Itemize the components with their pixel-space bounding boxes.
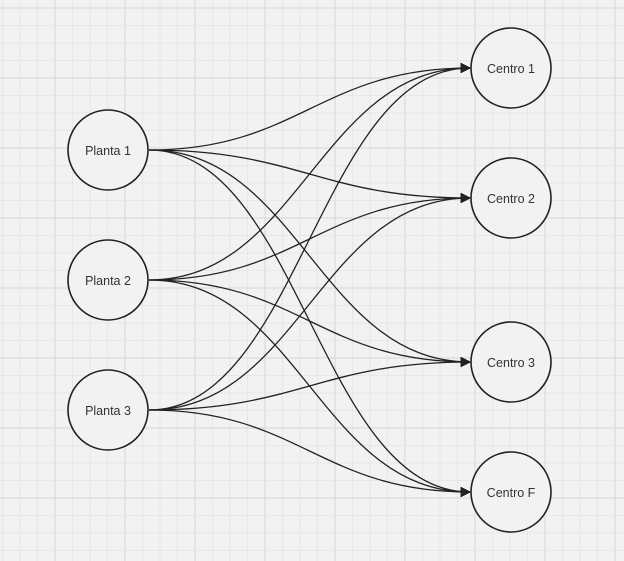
- node-label: Centro F: [487, 486, 536, 500]
- edge-p1-c3[interactable]: [148, 149, 472, 368]
- node-planta-3[interactable]: Planta 3: [67, 369, 149, 451]
- edge-p2-c1[interactable]: [148, 62, 472, 281]
- node-planta-1[interactable]: Planta 1: [67, 109, 149, 191]
- edge-p3-c1[interactable]: [148, 62, 472, 411]
- nodes: Planta 1 Planta 2 Planta 3 Centro 1 Cent…: [67, 27, 552, 533]
- node-label: Centro 3: [487, 356, 535, 370]
- node-label: Planta 3: [85, 404, 131, 418]
- edge-p3-cf[interactable]: [148, 409, 472, 498]
- node-centro-3[interactable]: Centro 3: [470, 321, 552, 403]
- node-centro-1[interactable]: Centro 1: [470, 27, 552, 109]
- node-label: Centro 1: [487, 62, 535, 76]
- edge-p3-c3[interactable]: [148, 356, 472, 411]
- node-label: Centro 2: [487, 192, 535, 206]
- edge-p2-c3[interactable]: [148, 279, 472, 368]
- edge-p1-c1[interactable]: [148, 62, 472, 151]
- edge-p3-c2[interactable]: [148, 192, 472, 411]
- node-centro-f[interactable]: Centro F: [470, 451, 552, 533]
- node-centro-2[interactable]: Centro 2: [470, 157, 552, 239]
- edges: [148, 62, 472, 498]
- node-label: Planta 1: [85, 144, 131, 158]
- node-label: Planta 2: [85, 274, 131, 288]
- node-planta-2[interactable]: Planta 2: [67, 239, 149, 321]
